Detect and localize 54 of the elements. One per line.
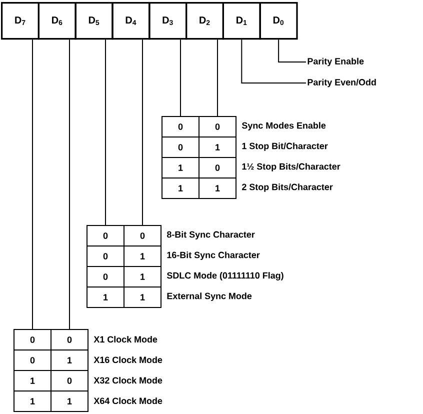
table-cell: 1: [124, 286, 162, 308]
table-cell: 1: [198, 136, 236, 158]
connector-line: [105, 39, 106, 226]
row-label: X1 Clock Mode: [94, 336, 158, 343]
connector-line: [69, 39, 70, 330]
table-cell: 0: [50, 370, 88, 392]
table-cell: 0: [198, 157, 236, 178]
table-cell: 1: [50, 390, 88, 412]
row-label: 16-Bit Sync Character: [167, 252, 260, 260]
bit-box: D$_{5}$: [74, 2, 114, 40]
table-cell: 1: [14, 390, 52, 412]
table-cell: 0: [50, 329, 88, 350]
row-label: 8-Bit Sync Character: [166, 231, 255, 240]
table-cell: 0: [86, 225, 124, 246]
table-cell: 1: [198, 178, 236, 199]
table-cell: 1: [162, 178, 200, 199]
row-label: X64 Clock Mode: [94, 397, 162, 404]
bit-label: Parity Enable: [308, 58, 364, 66]
table-cell: 1: [124, 246, 162, 267]
table-cell: 0: [124, 225, 162, 246]
row-label: 1 Stop Bit/Character: [242, 142, 328, 151]
table-cell: 1: [162, 157, 200, 178]
table-cell: 0: [14, 329, 52, 350]
connector-line: [217, 39, 218, 116]
connector-line: [180, 39, 181, 116]
table-cell: 0: [198, 116, 236, 138]
table-cell: 1: [50, 350, 88, 371]
row-label: Sync Modes Enable: [242, 122, 326, 130]
connector-line: [241, 39, 306, 84]
bit-box: D$_{6}$: [38, 2, 76, 40]
row-label: 2 Stop Bits/Character: [242, 184, 333, 192]
table-cell: 0: [86, 246, 124, 267]
connector-line: [278, 39, 306, 62]
bit-box: D$_{3}$: [148, 2, 188, 40]
bit-box: D$_{0}$: [259, 2, 298, 40]
row-label: 1½ Stop Bits/Character: [242, 163, 340, 172]
connector-line: [142, 39, 143, 226]
bit-box: D$_{1}$: [222, 2, 261, 40]
connector-line: [32, 39, 33, 330]
table-cell: 1: [124, 266, 162, 288]
table-cell: 0: [86, 266, 124, 288]
bit-box: D$_{4}$: [112, 2, 150, 40]
row-label: External Sync Mode: [167, 292, 252, 301]
table-cell: 0: [162, 116, 200, 138]
table-cell: 1: [86, 286, 124, 308]
row-label: X16 Clock Mode: [94, 356, 162, 364]
table-cell: 1: [14, 370, 52, 392]
row-label: SDLC Mode (01111110 Flag): [166, 272, 284, 280]
table-cell: 0: [14, 350, 52, 371]
table-cell: 0: [162, 136, 200, 158]
row-label: X32 Clock Mode: [94, 376, 162, 384]
bit-box: D$_{7}$: [1, 2, 40, 40]
bit-box: D$_{2}$: [186, 2, 224, 40]
bit-label: Parity Even/Odd: [308, 78, 376, 88]
